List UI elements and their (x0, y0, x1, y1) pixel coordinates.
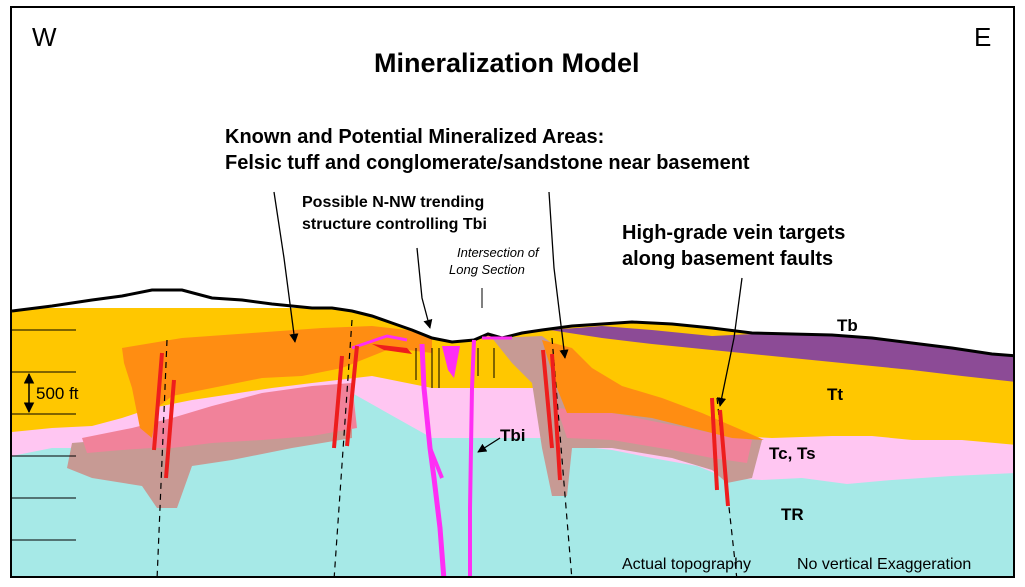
leader-tbi (477, 437, 501, 453)
mineralized-tc-ts-zone-east (557, 408, 752, 463)
leader-known-west (273, 191, 299, 343)
tbi-dike-central (468, 339, 476, 576)
unit-label-tbi: Tbi (500, 426, 526, 445)
leader-known-east (548, 191, 569, 359)
west-label: W (32, 22, 57, 52)
tbi-dike-branch (428, 447, 444, 479)
unit-label-tt: Tt (827, 385, 844, 404)
callout-vein-line1: High-grade vein targets (622, 222, 846, 244)
callout-structure-line2: structure controlling Tbi (302, 216, 487, 233)
scale-label: 500 ft (36, 384, 79, 403)
cross-section-drawing (12, 8, 1013, 576)
tbi-dike-west (419, 343, 447, 576)
section-tick-lines (415, 288, 495, 388)
callout-leaders (273, 191, 743, 453)
fault-segments-red (152, 345, 730, 507)
high-grade-lens (372, 344, 412, 354)
diagram-title: Mineralization Model (374, 48, 640, 78)
leader-structure (416, 247, 433, 329)
east-label: E (974, 22, 992, 52)
unit-label-tb: Tb (837, 316, 858, 335)
tbi-sill (351, 334, 408, 350)
callout-known-line2: Felsic tuff and conglomerate/sandstone n… (225, 152, 750, 174)
callout-intersection-line2: Long Section (449, 262, 525, 277)
callout-known-line1: Known and Potential Mineralized Areas: (225, 126, 605, 148)
footer-exaggeration: No vertical Exaggeration (797, 556, 972, 573)
sky-above-topography (12, 8, 1013, 356)
callout-structure-line1: Possible N-NW trending (302, 194, 485, 211)
depth-scale-lines (12, 329, 76, 541)
cross-section-frame: W E Mineralization Model Known and Poten… (10, 6, 1015, 578)
tbi-dike-central-top (442, 346, 460, 378)
callout-vein-line2: along basement faults (622, 248, 834, 270)
leader-vein (717, 277, 743, 407)
footer-topography: Actual topography (622, 556, 751, 573)
unit-label-triassic: TR (781, 505, 804, 524)
callout-intersection-line1: Intersection of (457, 245, 539, 260)
unit-label-tc-ts: Tc, Ts (769, 444, 816, 463)
